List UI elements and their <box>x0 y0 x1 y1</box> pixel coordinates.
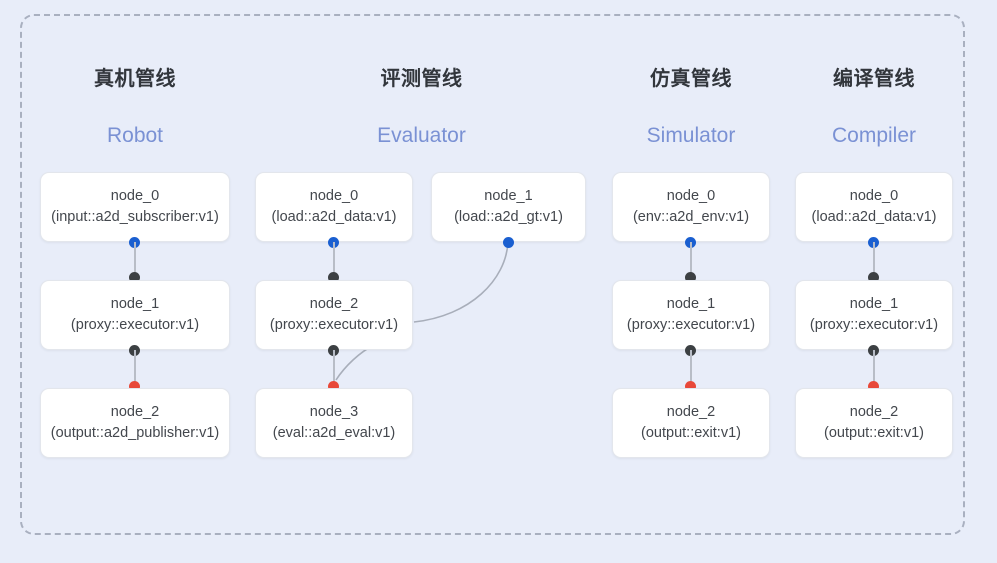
node-label-type: (load::a2d_gt:v1) <box>454 209 563 225</box>
node-label-type: (output::a2d_publisher:v1) <box>50 425 220 441</box>
node-label-type: (proxy::executor:v1) <box>809 317 939 333</box>
node-label-type: (load::a2d_data:v1) <box>811 209 937 225</box>
node-label-type: (proxy::executor:v1) <box>70 317 200 333</box>
port-input-compiler-1[interactable] <box>868 272 879 283</box>
node-label-type: (proxy::executor:v1) <box>269 317 399 333</box>
node-simulator-2[interactable]: node_2 (output::exit:v1) <box>612 388 770 458</box>
node-label-type: (load::a2d_data:v1) <box>271 209 397 225</box>
column-title-cn-evaluator: 评测管线 <box>380 68 463 90</box>
node-robot-2[interactable]: node_2 (output::a2d_publisher:v1) <box>40 388 230 458</box>
column-title-en-evaluator: Evaluator <box>377 124 466 147</box>
node-label-name: node_0 <box>666 187 716 204</box>
column-title-cn-compiler: 编译管线 <box>833 68 915 90</box>
node-label-type: (output::exit:v1) <box>641 425 741 441</box>
node-label-type: (eval::a2d_eval:v1) <box>272 425 396 441</box>
column-title-cn-robot: 真机管线 <box>94 68 176 90</box>
edge-compiler-0-1 <box>872 242 875 280</box>
node-label-type: (input::a2d_subscriber:v1) <box>51 209 219 225</box>
port-input-simulator-2[interactable] <box>685 381 696 392</box>
node-label-name: node_1 <box>666 295 716 312</box>
port-input-evaluator-2[interactable] <box>328 272 339 283</box>
node-label-type: (proxy::executor:v1) <box>626 317 756 333</box>
edge-robot-1-2 <box>133 350 136 386</box>
node-label-name: node_0 <box>849 187 899 204</box>
edge-evaluator-2-3 <box>332 350 335 386</box>
column-title-en-simulator: Simulator <box>646 124 736 147</box>
node-label-name: node_1 <box>849 295 899 312</box>
node-evaluator-gt[interactable]: node_1 (load::a2d_gt:v1) <box>431 172 586 242</box>
node-label-name: node_2 <box>666 403 716 420</box>
node-robot-0[interactable]: node_0 (input::a2d_subscriber:v1) <box>40 172 230 242</box>
column-title-cn-simulator: 仿真管线 <box>650 68 732 90</box>
port-input-evaluator-3[interactable] <box>328 381 339 392</box>
port-input-simulator-1[interactable] <box>685 272 696 283</box>
port-input-robot-1[interactable] <box>129 272 140 283</box>
node-compiler-0[interactable]: node_0 (load::a2d_data:v1) <box>795 172 953 242</box>
edge-robot-0-1 <box>133 242 136 280</box>
node-simulator-1[interactable]: node_1 (proxy::executor:v1) <box>612 280 770 350</box>
edge-simulator-1-2 <box>689 350 692 386</box>
node-evaluator-0[interactable]: node_0 (load::a2d_data:v1) <box>255 172 413 242</box>
node-label-name: node_2 <box>110 403 160 420</box>
node-label-type: (output::exit:v1) <box>824 425 924 441</box>
node-label-name: node_2 <box>849 403 899 420</box>
column-title-en-compiler: Compiler <box>831 124 917 147</box>
port-input-robot-2[interactable] <box>129 381 140 392</box>
edge-evaluator-0-2 <box>332 242 335 280</box>
column-title-en-robot: Robot <box>106 124 164 147</box>
node-label-name: node_0 <box>110 187 160 204</box>
port-input-compiler-2[interactable] <box>868 381 879 392</box>
node-simulator-0[interactable]: node_0 (env::a2d_env:v1) <box>612 172 770 242</box>
node-label-name: node_1 <box>110 295 160 312</box>
node-evaluator-3[interactable]: node_3 (eval::a2d_eval:v1) <box>255 388 413 458</box>
node-label-type: (env::a2d_env:v1) <box>632 209 750 225</box>
node-label-name: node_2 <box>309 295 359 312</box>
node-label-name: node_1 <box>484 187 533 204</box>
node-evaluator-2[interactable]: node_2 (proxy::executor:v1) <box>255 280 413 350</box>
node-robot-1[interactable]: node_1 (proxy::executor:v1) <box>40 280 230 350</box>
edge-compiler-1-2 <box>872 350 875 386</box>
node-label-name: node_0 <box>309 187 359 204</box>
node-compiler-2[interactable]: node_2 (output::exit:v1) <box>795 388 953 458</box>
node-label-name: node_3 <box>309 403 359 420</box>
node-compiler-1[interactable]: node_1 (proxy::executor:v1) <box>795 280 953 350</box>
edge-simulator-0-1 <box>689 242 692 280</box>
port-output-evaluator-gt[interactable] <box>503 237 514 248</box>
diagram-frame <box>20 14 965 535</box>
